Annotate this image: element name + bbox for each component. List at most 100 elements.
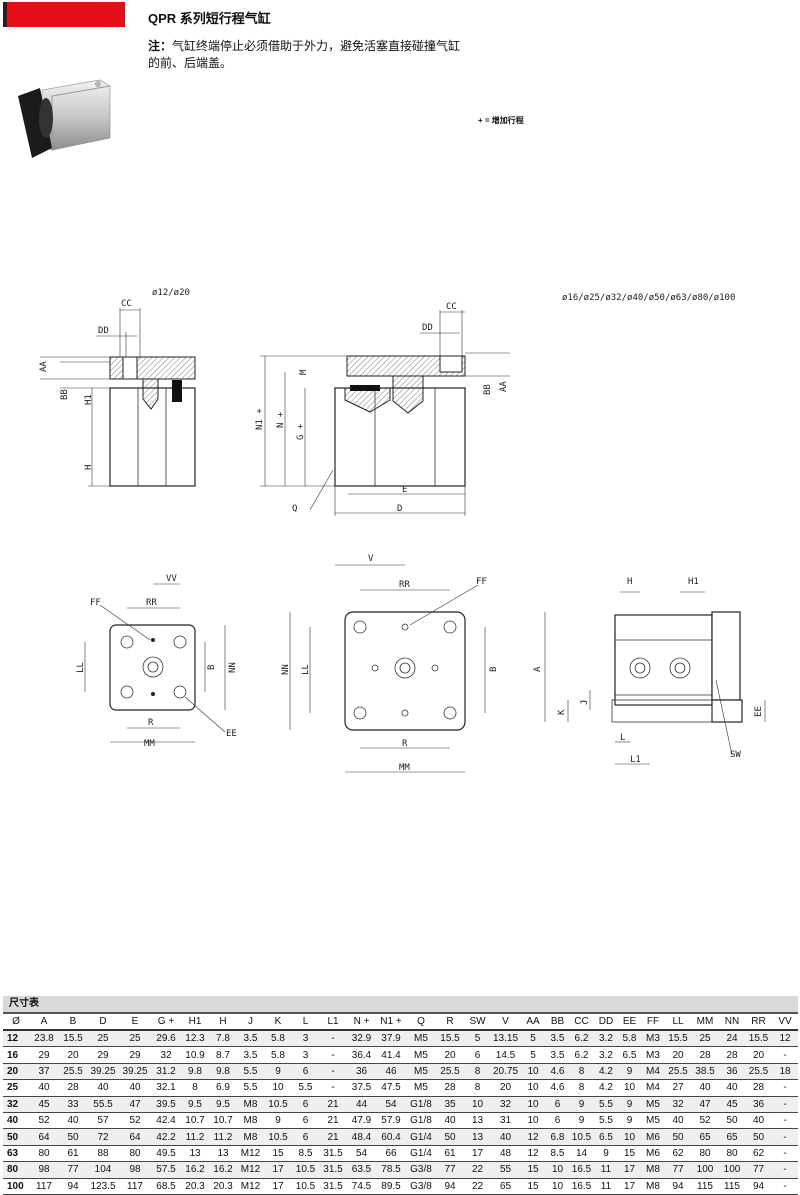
table-cell: 32: [665, 1096, 691, 1113]
table-cell: 29: [29, 1046, 59, 1064]
table-cell: 16.5: [569, 1161, 594, 1179]
table-cell: 10.5: [264, 1128, 292, 1146]
column-header: DD: [594, 1014, 618, 1031]
table-cell: 42.2: [151, 1128, 181, 1146]
bore-cell: 100: [3, 1178, 29, 1195]
table-cell: M5: [406, 1079, 436, 1097]
dim-label-g: G +: [296, 423, 306, 440]
table-cell: 65: [719, 1128, 745, 1146]
table-cell: 9.8: [181, 1063, 209, 1081]
table-cell: 11.2: [181, 1128, 209, 1146]
table-cell: 4.2: [594, 1079, 618, 1097]
column-header: Ø: [3, 1014, 29, 1031]
table-cell: 3: [292, 1046, 319, 1064]
bore-cell: 63: [3, 1145, 29, 1163]
table-cell: 88: [87, 1145, 119, 1163]
dim-label-h1: H1: [84, 394, 94, 405]
table-cell: 5: [464, 1030, 491, 1048]
column-header: K: [264, 1014, 292, 1031]
table-cell: 48: [491, 1145, 520, 1163]
column-header: MM: [691, 1014, 719, 1031]
table-cell: 60.4: [376, 1128, 406, 1146]
table-cell: 15.5: [436, 1030, 464, 1048]
dim-label-n: N +: [276, 411, 286, 428]
table-cell: 6: [292, 1128, 319, 1146]
column-header: AA: [520, 1014, 546, 1031]
table-cell: M8: [641, 1161, 665, 1179]
table-cell: 25.5: [745, 1063, 772, 1081]
column-header: V: [491, 1014, 520, 1031]
table-cell: 72: [87, 1128, 119, 1146]
table-cell: G3/8: [406, 1178, 436, 1195]
bore-cell: 40: [3, 1112, 29, 1130]
table-cell: 100: [691, 1161, 719, 1179]
column-header: G +: [151, 1014, 181, 1031]
table-cell: 31.5: [319, 1178, 347, 1195]
table-cell: 100: [719, 1161, 745, 1179]
dim-label-bb: BB: [483, 384, 493, 395]
table-cell: 5: [520, 1030, 546, 1048]
table-cell: G1/4: [406, 1128, 436, 1146]
column-header: E: [119, 1014, 151, 1031]
table-cell: 21: [319, 1096, 347, 1113]
table-cell: 44: [347, 1096, 376, 1113]
table-cell: 55: [491, 1161, 520, 1179]
table-cell: 10: [520, 1112, 546, 1130]
table-cell: 6: [546, 1112, 569, 1130]
table-cell: 10: [264, 1079, 292, 1097]
table-cell: 4.2: [594, 1063, 618, 1081]
table-cell: 54: [376, 1096, 406, 1113]
table-cell: M4: [641, 1063, 665, 1081]
column-header: N +: [347, 1014, 376, 1031]
table-cell: 6: [546, 1096, 569, 1113]
table-cell: 31.2: [151, 1063, 181, 1081]
dim-label-r: R: [148, 718, 154, 728]
table-cell: 62: [665, 1145, 691, 1163]
dim-label-cc: CC: [446, 302, 457, 312]
table-cell: 50: [665, 1128, 691, 1146]
table-cell: 17: [464, 1145, 491, 1163]
front-view-drawing-small: VV RR FF LL B NN R EE MM: [76, 574, 238, 749]
table-cell: 13: [209, 1145, 237, 1163]
dim-label-ff: FF: [476, 577, 487, 587]
table-cell: 123.5: [87, 1178, 119, 1195]
dim-label-ff: FF: [90, 598, 101, 608]
table-cell: 5.5: [292, 1079, 319, 1097]
table-cell: 8.7: [209, 1046, 237, 1064]
column-header: VV: [772, 1014, 798, 1031]
table-cell: 20.3: [181, 1178, 209, 1195]
dim-label-aa: AA: [39, 361, 49, 372]
table-cell: 20.3: [209, 1178, 237, 1195]
table-cell: 25.5: [59, 1063, 87, 1081]
table-cell: 5.5: [594, 1112, 618, 1130]
column-header: BB: [546, 1014, 569, 1031]
table-cell: 94: [436, 1178, 464, 1195]
dim-label-rr: RR: [146, 598, 157, 608]
table-cell: 20.75: [491, 1063, 520, 1081]
table-cell: 37.5: [347, 1079, 376, 1097]
table-cell: 25: [691, 1030, 719, 1048]
table-cell: G1/4: [406, 1145, 436, 1163]
table-cell: 14: [569, 1145, 594, 1163]
dim-label-j: J: [580, 700, 590, 705]
table-cell: 13: [464, 1112, 491, 1130]
side-view-drawing: H H1 A K J L L1 SW EE: [533, 577, 766, 765]
table-cell: M12: [237, 1178, 264, 1195]
table-cell: 10: [520, 1096, 546, 1113]
table-cell: 28: [436, 1079, 464, 1097]
table-cell: 77: [745, 1161, 772, 1179]
table-cell: 57.5: [151, 1161, 181, 1179]
table-cell: 31: [491, 1112, 520, 1130]
table-cell: 3.2: [594, 1046, 618, 1064]
table-cell: 94: [59, 1178, 87, 1195]
table-cell: M5: [406, 1030, 436, 1048]
table-cell: 10: [520, 1079, 546, 1097]
table-cell: 40: [691, 1079, 719, 1097]
table-cell: 3.5: [546, 1046, 569, 1064]
table-cell: 28: [691, 1046, 719, 1064]
table-cell: 23.8: [29, 1030, 59, 1048]
table-cell: 32: [151, 1046, 181, 1064]
table-cell: 16.2: [209, 1161, 237, 1179]
dim-label-m: M: [299, 369, 309, 375]
